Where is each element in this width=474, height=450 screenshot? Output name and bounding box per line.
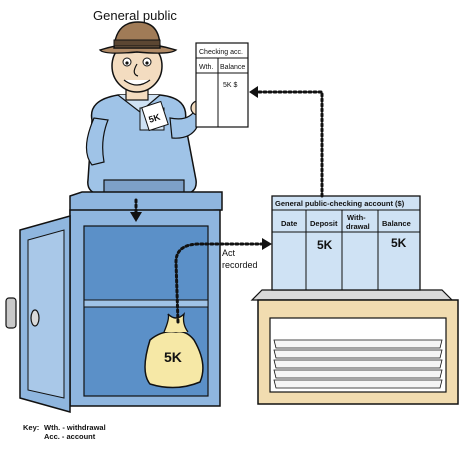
svg-text:5K: 5K (164, 349, 182, 365)
ledger-col-balance: Balance (382, 219, 411, 228)
flow-arrows (134, 90, 324, 324)
svg-text:5K: 5K (147, 112, 162, 125)
key-line-2: Acc. - account (44, 432, 96, 441)
arrowheads (130, 86, 272, 250)
person-figure (85, 21, 206, 197)
key-line-1: Wth. - withdrawal (44, 423, 106, 432)
doc-col-balance: Balance (220, 64, 245, 71)
ledger-title: General public-checking account ($) (275, 199, 405, 208)
money-bag: 5K (144, 312, 204, 389)
page-title: General public (93, 8, 177, 23)
arrow-label-recorded: recorded (222, 260, 258, 270)
checking-account-document: Checking acc. Wth. Balance 5K $ (195, 42, 249, 128)
ledger-col-withdrawal-2: drawal (346, 222, 370, 231)
doc-col-withdrawal: Wth. (199, 64, 213, 71)
doc-balance-value: 5K $ (223, 82, 238, 89)
pocket-money-tag: 5K (141, 100, 169, 132)
doc-heading: Checking acc. (199, 49, 243, 56)
ledger-col-date: Date (281, 219, 297, 228)
ledger-deposit-value: 5K (317, 238, 333, 252)
ledger-col-withdrawal: With- (347, 213, 366, 222)
ledger-card: General public-checking account ($) Date… (271, 195, 421, 291)
key-heading: Key: (23, 423, 39, 432)
ledger-balance-value: 5K (391, 236, 407, 250)
ledger-col-deposit: Deposit (310, 219, 338, 228)
arrow-label-act: Act (222, 248, 236, 258)
ledger-printer (250, 289, 459, 405)
